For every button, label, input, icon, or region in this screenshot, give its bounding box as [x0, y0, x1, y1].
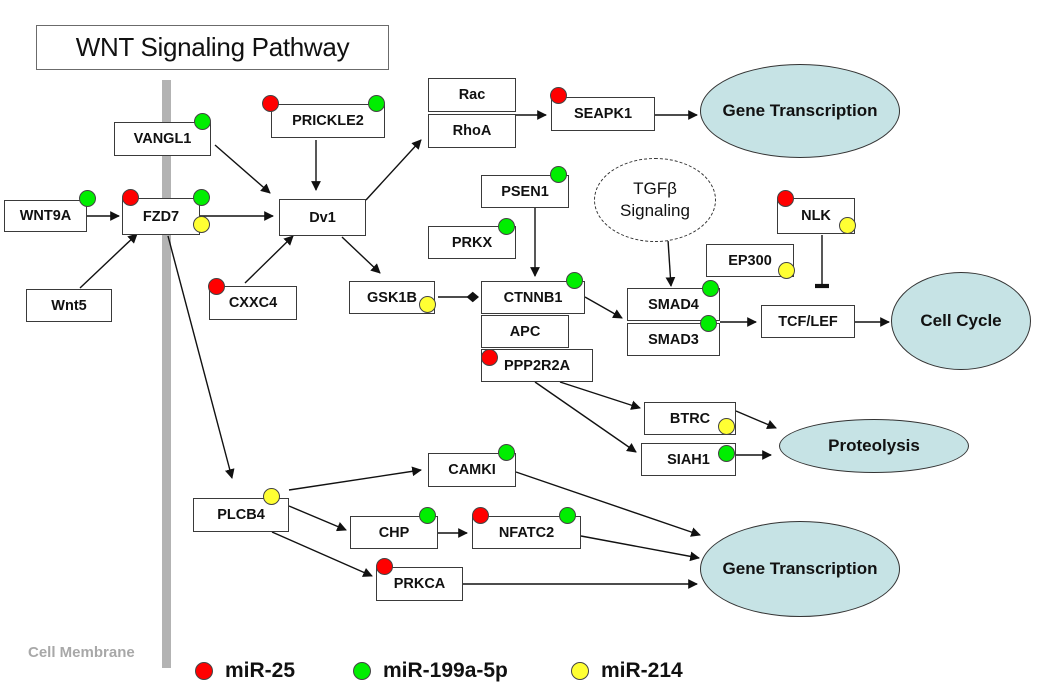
mirna-dot [559, 507, 576, 524]
edge-camki-gene-transcription [515, 471, 701, 537]
outcome-cell-cycle[interactable]: Cell Cycle [891, 272, 1031, 370]
mirna-dot [700, 315, 717, 332]
mirna-dot [193, 216, 210, 233]
legend-mir25: miR-25 [195, 659, 295, 683]
edge-plcb4-prkca [271, 531, 373, 577]
mirna-dot [376, 558, 393, 575]
mirna-dot [778, 262, 795, 279]
mirna-dot [208, 278, 225, 295]
mirna-dot [262, 95, 279, 112]
legend-dot-mir214 [571, 662, 589, 680]
diagram-title: WNT Signaling Pathway [36, 25, 389, 70]
mirna-dot [368, 95, 385, 112]
edge-vangl1-dv1 [214, 144, 271, 194]
mirna-dot [702, 280, 719, 297]
node-cxxc4[interactable]: CXXC4 [209, 286, 297, 320]
node-seapk1[interactable]: SEAPK1 [551, 97, 655, 131]
node-apc[interactable]: APC [481, 315, 569, 348]
cell-membrane-line [162, 80, 171, 668]
mirna-dot [777, 190, 794, 207]
edge-btrc-proteolysis [735, 410, 777, 430]
cell-membrane-label: Cell Membrane [28, 644, 135, 661]
mirna-dot [718, 445, 735, 462]
legend-dot-mir25 [195, 662, 213, 680]
outcome-proteolysis[interactable]: Proteolysis [779, 419, 969, 473]
legend-dot-mir199 [353, 662, 371, 680]
outcome-gene-transcription-top[interactable]: Gene Transcription [700, 64, 900, 158]
edge-ppp2r2a-btrc [559, 381, 641, 410]
mirna-dot [419, 507, 436, 524]
mirna-dot [79, 190, 96, 207]
mirna-dot [498, 444, 515, 461]
mirna-dot [193, 189, 210, 206]
legend-mir199: miR-199a-5p [353, 659, 508, 683]
mirna-dot [194, 113, 211, 130]
tgfb-signaling-node[interactable]: TGFβ Signaling [594, 158, 716, 242]
edge-wnt5-fzd7 [79, 233, 138, 289]
node-prickle2[interactable]: PRICKLE2 [271, 104, 385, 138]
mirna-dot [481, 349, 498, 366]
edge-nfatc2-gene-transcription [580, 535, 700, 562]
node-vangl1[interactable]: VANGL1 [114, 122, 211, 156]
edge-plcb4-camki [288, 466, 422, 491]
edge-dv1-gsk1b [341, 236, 381, 274]
edge-plcb4-chp [288, 505, 347, 532]
outcome-gene-transcription-bottom[interactable]: Gene Transcription [700, 521, 900, 617]
legend-label-mir25: miR-25 [225, 659, 296, 682]
edge-tgfb-smad4 [665, 239, 676, 287]
legend-label-mir199: miR-199a-5p [383, 659, 508, 682]
node-rhoa[interactable]: RhoA [428, 114, 516, 148]
mirna-dot [839, 217, 856, 234]
edge-fzd7-plcb4 [167, 235, 235, 479]
edge-ppp2r2a-siah1 [534, 381, 637, 453]
mirna-dot [263, 488, 280, 505]
tgfb-line1: TGFβ [633, 179, 677, 198]
edge-dv1-rac [365, 139, 422, 201]
node-ppp2r2a[interactable]: PPP2R2A [481, 349, 593, 382]
node-wnt5[interactable]: Wnt5 [26, 289, 112, 322]
node-prkca[interactable]: PRKCA [376, 567, 463, 601]
mirna-dot [498, 218, 515, 235]
node-psen1[interactable]: PSEN1 [481, 175, 569, 208]
legend-mir214: miR-214 [571, 659, 683, 683]
tgfb-line2: Signaling [620, 201, 690, 220]
mirna-dot [472, 507, 489, 524]
mirna-dot [566, 272, 583, 289]
edge-ctnnb1-smad4 [584, 296, 623, 319]
mirna-dot [122, 189, 139, 206]
mirna-dot [550, 166, 567, 183]
mirna-dot [718, 418, 735, 435]
mirna-dot [550, 87, 567, 104]
node-rac[interactable]: Rac [428, 78, 516, 112]
node-smad3[interactable]: SMAD3 [627, 323, 720, 356]
node-dv1[interactable]: Dv1 [279, 199, 366, 236]
mirna-dot [419, 296, 436, 313]
legend-label-mir214: miR-214 [601, 659, 683, 682]
node-tcflef[interactable]: TCF/LEF [761, 305, 855, 338]
edge-cxxc4-dv1 [244, 235, 294, 284]
node-wnt9a[interactable]: WNT9A [4, 200, 87, 232]
